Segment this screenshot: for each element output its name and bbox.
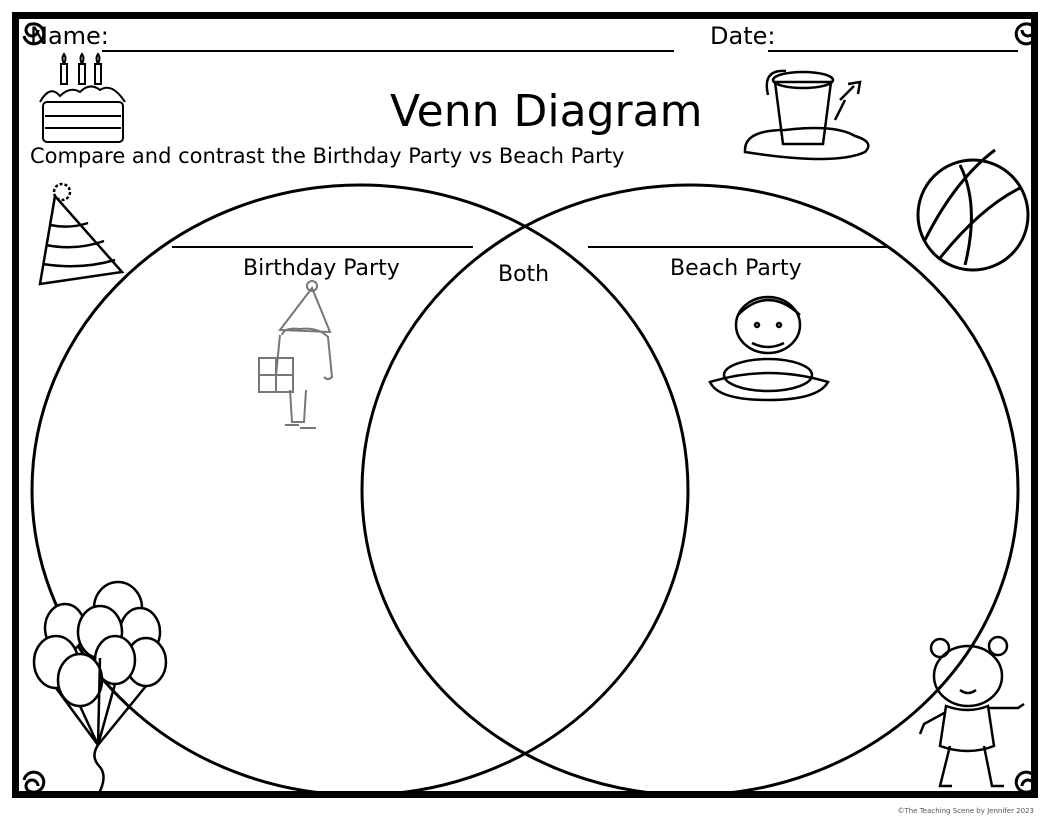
venn-circle-birthday xyxy=(30,183,690,797)
birthday-cake-icon xyxy=(39,52,126,143)
page-title: Venn Diagram xyxy=(390,86,703,137)
copyright-credit: ©The Teaching Scene by Jennifer 2023 xyxy=(897,807,1034,815)
beach-ball-icon xyxy=(916,148,1030,272)
girl-in-swimsuit-icon xyxy=(918,635,1025,788)
balloons-icon xyxy=(32,580,168,796)
swirl-ornament-icon xyxy=(22,22,1038,794)
both-label: Both xyxy=(498,262,550,287)
venn-circle-beach xyxy=(360,183,1020,797)
beach-party-label: Beach Party xyxy=(670,256,802,281)
party-hat-icon xyxy=(38,182,125,286)
boy-in-swim-ring-icon xyxy=(708,295,830,402)
instructions-text: Compare and contrast the Birthday Party … xyxy=(30,144,625,168)
date-field[interactable] xyxy=(768,50,1018,52)
worksheet-border xyxy=(12,12,1038,798)
sand-bucket-icon xyxy=(743,69,870,161)
name-field[interactable] xyxy=(102,50,674,52)
date-label: Date: xyxy=(710,22,776,50)
party-girl-with-gift-icon xyxy=(258,280,334,429)
birthday-party-label: Birthday Party xyxy=(243,256,400,281)
